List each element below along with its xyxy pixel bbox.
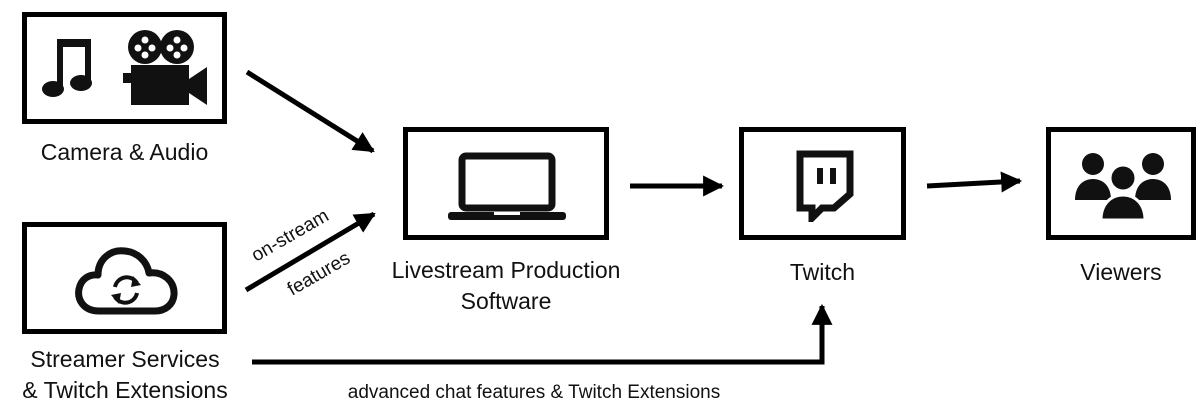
- streamer-services-label-line2: & Twitch Extensions: [22, 377, 228, 404]
- arrow-camera-to-software: [245, 69, 375, 154]
- music-note-icon: [42, 39, 92, 97]
- streamer-services-label-line1: Streamer Services: [30, 346, 220, 372]
- cloud-sync-icon: [75, 247, 178, 315]
- users-group-icon: [1075, 153, 1171, 222]
- edge-label-features: features: [284, 248, 354, 301]
- twitch-box: [739, 127, 906, 240]
- twitch-logo-icon: [796, 150, 854, 222]
- edge-label-advanced-chat: advanced chat features & Twitch Extensio…: [348, 382, 720, 403]
- viewers-label: Viewers: [1080, 259, 1162, 285]
- viewers-box: [1046, 127, 1196, 240]
- production-software-box: [403, 127, 609, 240]
- twitch-label: Twitch: [789, 259, 856, 285]
- production-software-label-line2: Software: [460, 288, 552, 315]
- laptop-icon: [448, 152, 566, 220]
- production-software-label: Livestream Production Software: [366, 255, 646, 317]
- arrow-twitch-to-viewers: [926, 171, 1023, 193]
- camera-audio-label: Camera & Audio: [40, 139, 209, 165]
- streamer-services-box: [22, 222, 227, 334]
- arrow-services-to-twitch: [252, 303, 833, 365]
- film-camera-icon: [123, 30, 207, 105]
- streamer-services-label: Streamer Services & Twitch Extensions: [0, 344, 250, 406]
- edge-label-on-stream: on-stream: [248, 205, 333, 266]
- production-software-label-line1: Livestream Production: [391, 257, 621, 283]
- camera-audio-box: [22, 12, 227, 124]
- arrow-services-to-software: [244, 211, 376, 293]
